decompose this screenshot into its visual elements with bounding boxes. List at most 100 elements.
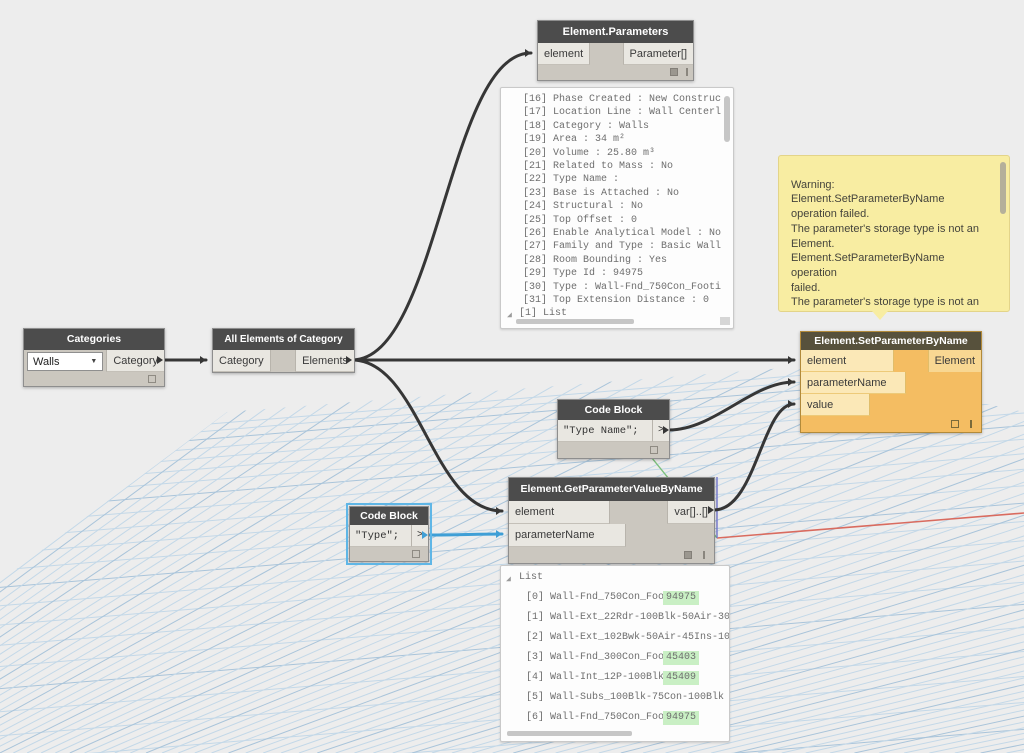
parameter-list-item: [27] Family and Type : Basic Wall <box>523 241 722 253</box>
input-port-value[interactable]: value <box>801 394 870 416</box>
preview-toggle-icon[interactable] <box>951 420 959 428</box>
warning-scrollbar[interactable] <box>1000 162 1006 214</box>
preview-toggle-icon[interactable] <box>670 68 678 76</box>
output-port-category[interactable]: Category <box>106 350 164 372</box>
port-arrow-icon[interactable] <box>496 530 502 538</box>
value-list-item: [2] Wall-Ext_102Bwk-50Air-45Ins-100 <box>526 632 729 643</box>
parameter-list-item: [24] Structural : No <box>523 201 644 213</box>
parameter-list-item: [28] Room Bounding : Yes <box>523 254 668 266</box>
output-port-parameters[interactable]: Parameter[] <box>622 43 693 65</box>
port-arrow-icon[interactable] <box>788 356 794 364</box>
parameter-list-item: [18] Category : Walls <box>523 120 650 132</box>
element-id-badge: 94975 <box>662 591 699 605</box>
node-title[interactable]: Element.GetParameterValueByName <box>509 478 714 501</box>
port-arrow-icon[interactable] <box>663 426 669 434</box>
node-title[interactable]: All Elements of Category <box>213 329 354 350</box>
node-title[interactable]: Code Block <box>558 400 669 420</box>
port-arrow-icon[interactable] <box>788 378 794 386</box>
warning-tooltip-arrow-icon <box>872 311 888 320</box>
categories-dropdown[interactable]: Walls ▼ <box>27 352 104 371</box>
lacing-icon[interactable] <box>686 68 688 76</box>
node-code-block-type[interactable]: Code Block "Type"; > <box>346 503 432 565</box>
input-port-category[interactable]: Category <box>213 350 271 372</box>
parameter-list-item: [29] Type Id : 94975 <box>523 268 644 280</box>
code-block-code[interactable]: "Type Name"; <box>558 420 652 442</box>
horizontal-scrollbar[interactable] <box>507 731 632 736</box>
port-arrow-icon[interactable] <box>496 507 502 515</box>
parameter-list-item: [20] Volume : 25.80 m³ <box>523 147 656 159</box>
node-title[interactable]: Element.Parameters <box>538 21 693 43</box>
dropdown-value: Walls <box>33 355 60 368</box>
lacing-icon[interactable] <box>970 420 972 428</box>
parameters-preview-rows: [16] Phase Created : New Construc[17] Lo… <box>501 88 733 308</box>
lacing-icon[interactable] <box>703 551 705 559</box>
input-port-element[interactable]: element <box>801 350 894 372</box>
node-title[interactable]: Code Block <box>350 507 428 525</box>
parameter-list-item: [19] Area : 34 m² <box>523 134 626 146</box>
input-port-parametername[interactable]: parameterName <box>509 524 626 547</box>
code-block-code[interactable]: "Type"; <box>350 525 411 547</box>
element-id-badge: 45403 <box>662 651 699 665</box>
parameter-list-item: [23] Base is Attached : No <box>523 187 680 199</box>
node-get-parameter-value-by-name[interactable]: Element.GetParameterValueByName element … <box>508 477 715 564</box>
output-port[interactable]: > <box>652 420 669 442</box>
node-set-parameter-by-name[interactable]: Element.SetParameterByName element Eleme… <box>800 331 982 433</box>
parameter-list-item: [17] Location Line : Wall Centerl <box>523 107 722 119</box>
output-port-elements[interactable]: Elements <box>295 350 354 372</box>
resize-grip[interactable] <box>720 317 730 325</box>
parameter-list-item: [30] Type : Wall-Fnd_750Con_Footi <box>523 281 722 293</box>
wire-codeblock-to-setparam-name[interactable] <box>667 380 796 432</box>
output-port-var[interactable]: var[]..[] <box>667 501 714 524</box>
value-list-item: [5] Wall-Subs_100Blk-75Con-100Blk <box>526 692 725 703</box>
node-title[interactable]: Categories <box>24 329 164 350</box>
preview-toggle-icon[interactable] <box>412 550 420 558</box>
input-port-element[interactable]: element <box>509 501 610 524</box>
wire-elements-to-parameters[interactable] <box>350 51 533 362</box>
expand-triangle-icon[interactable]: ◢ <box>507 310 512 320</box>
preview-toggle-icon[interactable] <box>684 551 692 559</box>
parameters-preview-bubble[interactable]: [16] Phase Created : New Construc[17] Lo… <box>500 87 734 329</box>
input-port-element[interactable]: element <box>538 43 591 65</box>
port-arrow-icon[interactable] <box>157 356 163 364</box>
node-element-parameters[interactable]: Element.Parameters element Parameter[] <box>537 20 694 81</box>
node-title[interactable]: Element.SetParameterByName <box>801 332 981 350</box>
parameter-list-item: [25] Top Offset : 0 <box>523 214 638 226</box>
warning-text: Warning: Element.SetParameterByName oper… <box>791 178 979 309</box>
warning-tooltip: Warning: Element.SetParameterByName oper… <box>778 155 1010 312</box>
node-code-block-type-name[interactable]: Code Block "Type Name"; > <box>557 399 670 459</box>
parameter-list-item: [26] Enable Analytical Model : No <box>523 228 722 240</box>
preview-toggle-icon[interactable] <box>148 375 156 383</box>
wire-codeblock-to-getparam-name-selected[interactable] <box>426 532 504 537</box>
parameter-list-item: [22] Type Name : <box>523 174 620 186</box>
parameter-list-item: [31] Top Extension Distance : 0 <box>523 295 710 307</box>
element-id-badge: 45409 <box>662 671 699 685</box>
node-categories[interactable]: Categories Walls ▼ Category <box>23 328 165 387</box>
list-footer-label: [1] List <box>519 307 568 319</box>
expand-triangle-icon[interactable]: ◢ <box>506 575 511 584</box>
output-port-element[interactable]: Element <box>927 350 981 372</box>
preview-toggle-icon[interactable] <box>650 446 658 454</box>
port-arrow-icon[interactable] <box>346 356 352 364</box>
list-header-label: List <box>519 572 544 583</box>
port-arrow-icon[interactable] <box>788 400 794 408</box>
horizontal-scrollbar[interactable] <box>516 319 634 324</box>
node-all-elements-of-category[interactable]: All Elements of Category Category Elemen… <box>212 328 355 373</box>
port-arrow-icon[interactable] <box>422 531 428 539</box>
vertical-scrollbar[interactable] <box>724 96 730 142</box>
wire-elements-to-getparam[interactable] <box>350 358 504 513</box>
wire-getparam-to-setparam-value[interactable] <box>712 402 796 512</box>
output-port[interactable]: > <box>411 525 428 547</box>
port-arrow-icon[interactable] <box>708 506 714 514</box>
port-arrow-icon[interactable] <box>200 356 206 364</box>
element-id-badge: 94975 <box>662 711 699 725</box>
port-arrow-icon[interactable] <box>525 49 531 57</box>
input-port-parametername[interactable]: parameterName <box>801 372 906 394</box>
